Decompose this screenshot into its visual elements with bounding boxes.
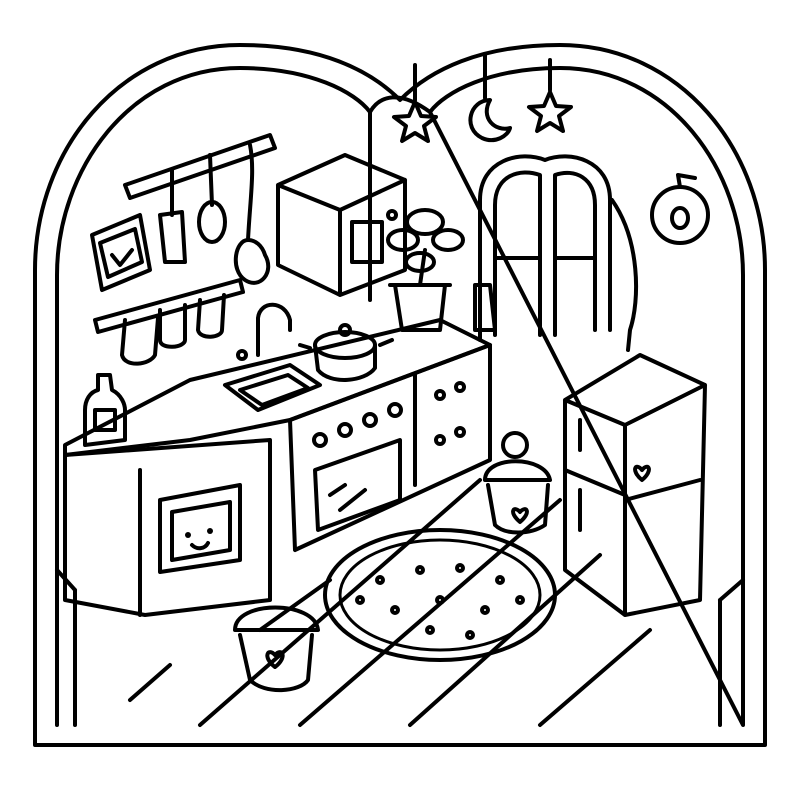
cupcake-left <box>233 605 320 693</box>
cooking-pot <box>298 323 394 382</box>
arched-window <box>473 154 638 352</box>
round-rug <box>323 528 557 662</box>
wall-microwave <box>276 153 407 297</box>
cup-rail <box>93 278 245 366</box>
cupcake-right <box>483 431 552 535</box>
wall-picture <box>90 213 152 292</box>
hanging-star-right <box>527 58 573 133</box>
floor-edge <box>55 568 745 727</box>
hanging-star-left <box>392 63 438 143</box>
potted-plant <box>386 208 465 332</box>
sink <box>223 302 322 412</box>
outer-frame <box>33 43 767 747</box>
wall-clock <box>650 173 710 245</box>
hanging-moon <box>468 53 512 143</box>
oven <box>312 381 466 532</box>
lower-microwave <box>158 483 242 574</box>
floor-planks <box>128 478 652 727</box>
kitchen-counter <box>63 318 492 617</box>
refrigerator <box>563 353 707 617</box>
inner-frame <box>55 66 745 727</box>
utensil-rail <box>123 133 277 285</box>
wall-corner-line <box>368 95 432 302</box>
bottle <box>83 373 127 447</box>
